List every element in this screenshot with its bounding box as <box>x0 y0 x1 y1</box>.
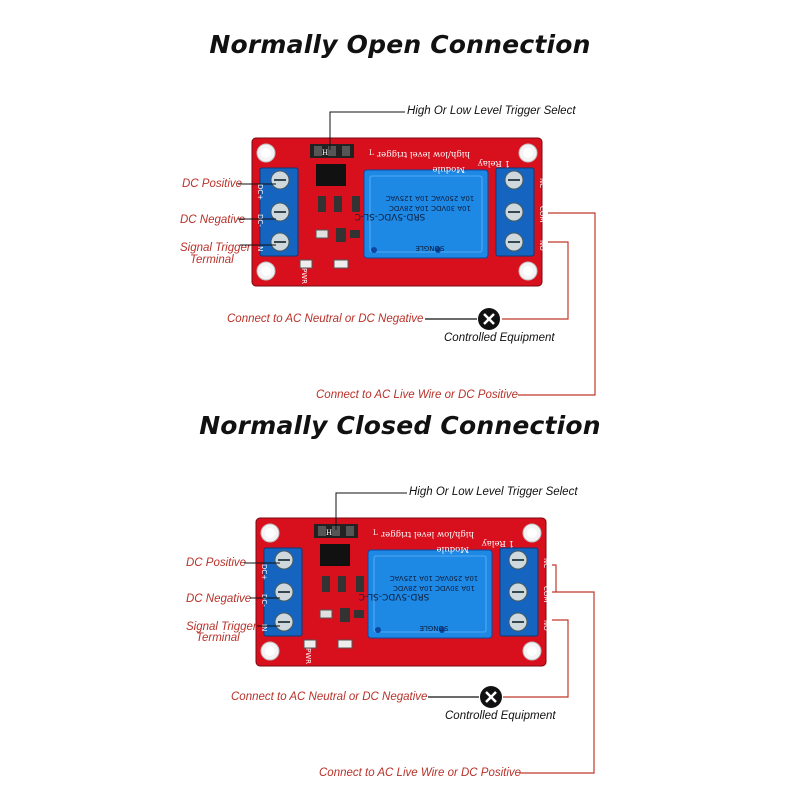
leader-lines <box>238 111 405 246</box>
module-text-2: Module <box>437 544 470 554</box>
pin-labels: DC+ DC- IN NC COM NO PWR <box>256 178 546 284</box>
trigger-leader <box>335 492 407 530</box>
jumper-h: H <box>322 149 328 157</box>
wires <box>428 564 595 774</box>
trigger-text: high/low level trigger <box>376 149 470 159</box>
signal-trigger-label: Signal Trigger <box>186 621 257 633</box>
trigger-select-label: High Or Low Level Trigger Select <box>407 105 576 117</box>
live-wire-label: Connect to AC Live Wire or DC Positive <box>319 767 522 779</box>
relay-printing: SRD-5VDC-SL-C 10A 250VAC 10A 125VAC 10A … <box>355 194 475 252</box>
controlled-equipment-label: Controlled Equipment <box>445 710 556 722</box>
signal-trigger-terminal-label: Terminal <box>196 632 240 644</box>
live-wire <box>518 212 596 396</box>
pin-in: IN <box>256 244 264 251</box>
dc-positive-label: DC Positive <box>182 178 243 190</box>
module-text: 1 Relay <box>482 538 514 548</box>
pin-dc-minus: DC- <box>256 214 264 227</box>
no-wire <box>503 619 569 698</box>
relay-spec-2: 10A 30VDC 10A 28VDC <box>389 204 471 212</box>
trigger-text: high/low level trigger <box>380 529 474 539</box>
signal-trigger-label: Signal Trigger <box>180 242 251 254</box>
relay-model: SRD-5VDC-SL-C <box>359 591 430 601</box>
pin-nc: NC <box>542 558 550 568</box>
pwr-label: PWR <box>300 268 308 284</box>
module-text: 1 Relay <box>478 158 510 168</box>
dc-negative-label: DC Negative <box>180 214 246 226</box>
relay-printing: SRD-5VDC-SL-C 10A 250VAC 10A 125VAC 10A … <box>359 574 479 632</box>
relay-brand: SONGLE <box>416 244 445 252</box>
controlled-equipment-label: Controlled Equipment <box>444 332 555 344</box>
pin-dc-plus: DC+ <box>260 564 268 580</box>
pin-dc-minus: DC- <box>260 594 268 607</box>
signal-trigger-terminal-label: Terminal <box>190 254 234 266</box>
relay-spec-1: 10A 250VAC 10A 125VAC <box>386 194 475 202</box>
section-title-nc: Normally Closed Connection <box>199 411 601 440</box>
trigger-leader <box>329 111 405 150</box>
wires <box>425 212 596 396</box>
pin-labels: DC+ DC- IN NC COM NO PWR <box>260 558 550 664</box>
relay-model: SRD-5VDC-SL-C <box>355 211 426 221</box>
pin-no: NO <box>542 620 550 631</box>
pin-com: COM <box>538 206 546 222</box>
section-title-no: Normally Open Connection <box>209 30 591 59</box>
neutral-label: Connect to AC Neutral or DC Negative <box>227 313 424 325</box>
nc-com-bridge <box>552 564 557 593</box>
board-printing: 1 Relay Module high/low level trigger H … <box>322 149 510 174</box>
relay-spec-2: 10A 30VDC 10A 28VDC <box>393 584 475 592</box>
relay-brand: SONGLE <box>420 624 449 632</box>
jumper-l: L <box>373 529 378 537</box>
board-printing: 1 Relay Module high/low level trigger H … <box>326 529 514 554</box>
pin-in: IN <box>260 624 268 631</box>
trigger-select-label: High Or Low Level Trigger Select <box>409 486 578 498</box>
live-wire-label: Connect to AC Live Wire or DC Positive <box>316 389 519 401</box>
dc-negative-label: DC Negative <box>186 593 252 605</box>
pin-dc-plus: DC+ <box>256 184 264 200</box>
live-wire <box>519 591 595 774</box>
equipment-symbol <box>480 686 502 708</box>
pwr-label: PWR <box>304 648 312 664</box>
leader-lines <box>244 492 407 627</box>
no-wire <box>502 241 569 320</box>
jumper-l: L <box>369 149 374 157</box>
neutral-label: Connect to AC Neutral or DC Negative <box>231 691 428 703</box>
jumper-h: H <box>326 529 332 537</box>
relay-spec-1: 10A 250VAC 10A 125VAC <box>390 574 479 582</box>
module-text-2: Module <box>433 164 466 174</box>
dc-positive-label: DC Positive <box>186 557 247 569</box>
pin-com: COM <box>542 586 550 602</box>
pin-nc: NC <box>538 178 546 188</box>
pin-no: NO <box>538 240 546 251</box>
equipment-symbol <box>478 308 500 330</box>
